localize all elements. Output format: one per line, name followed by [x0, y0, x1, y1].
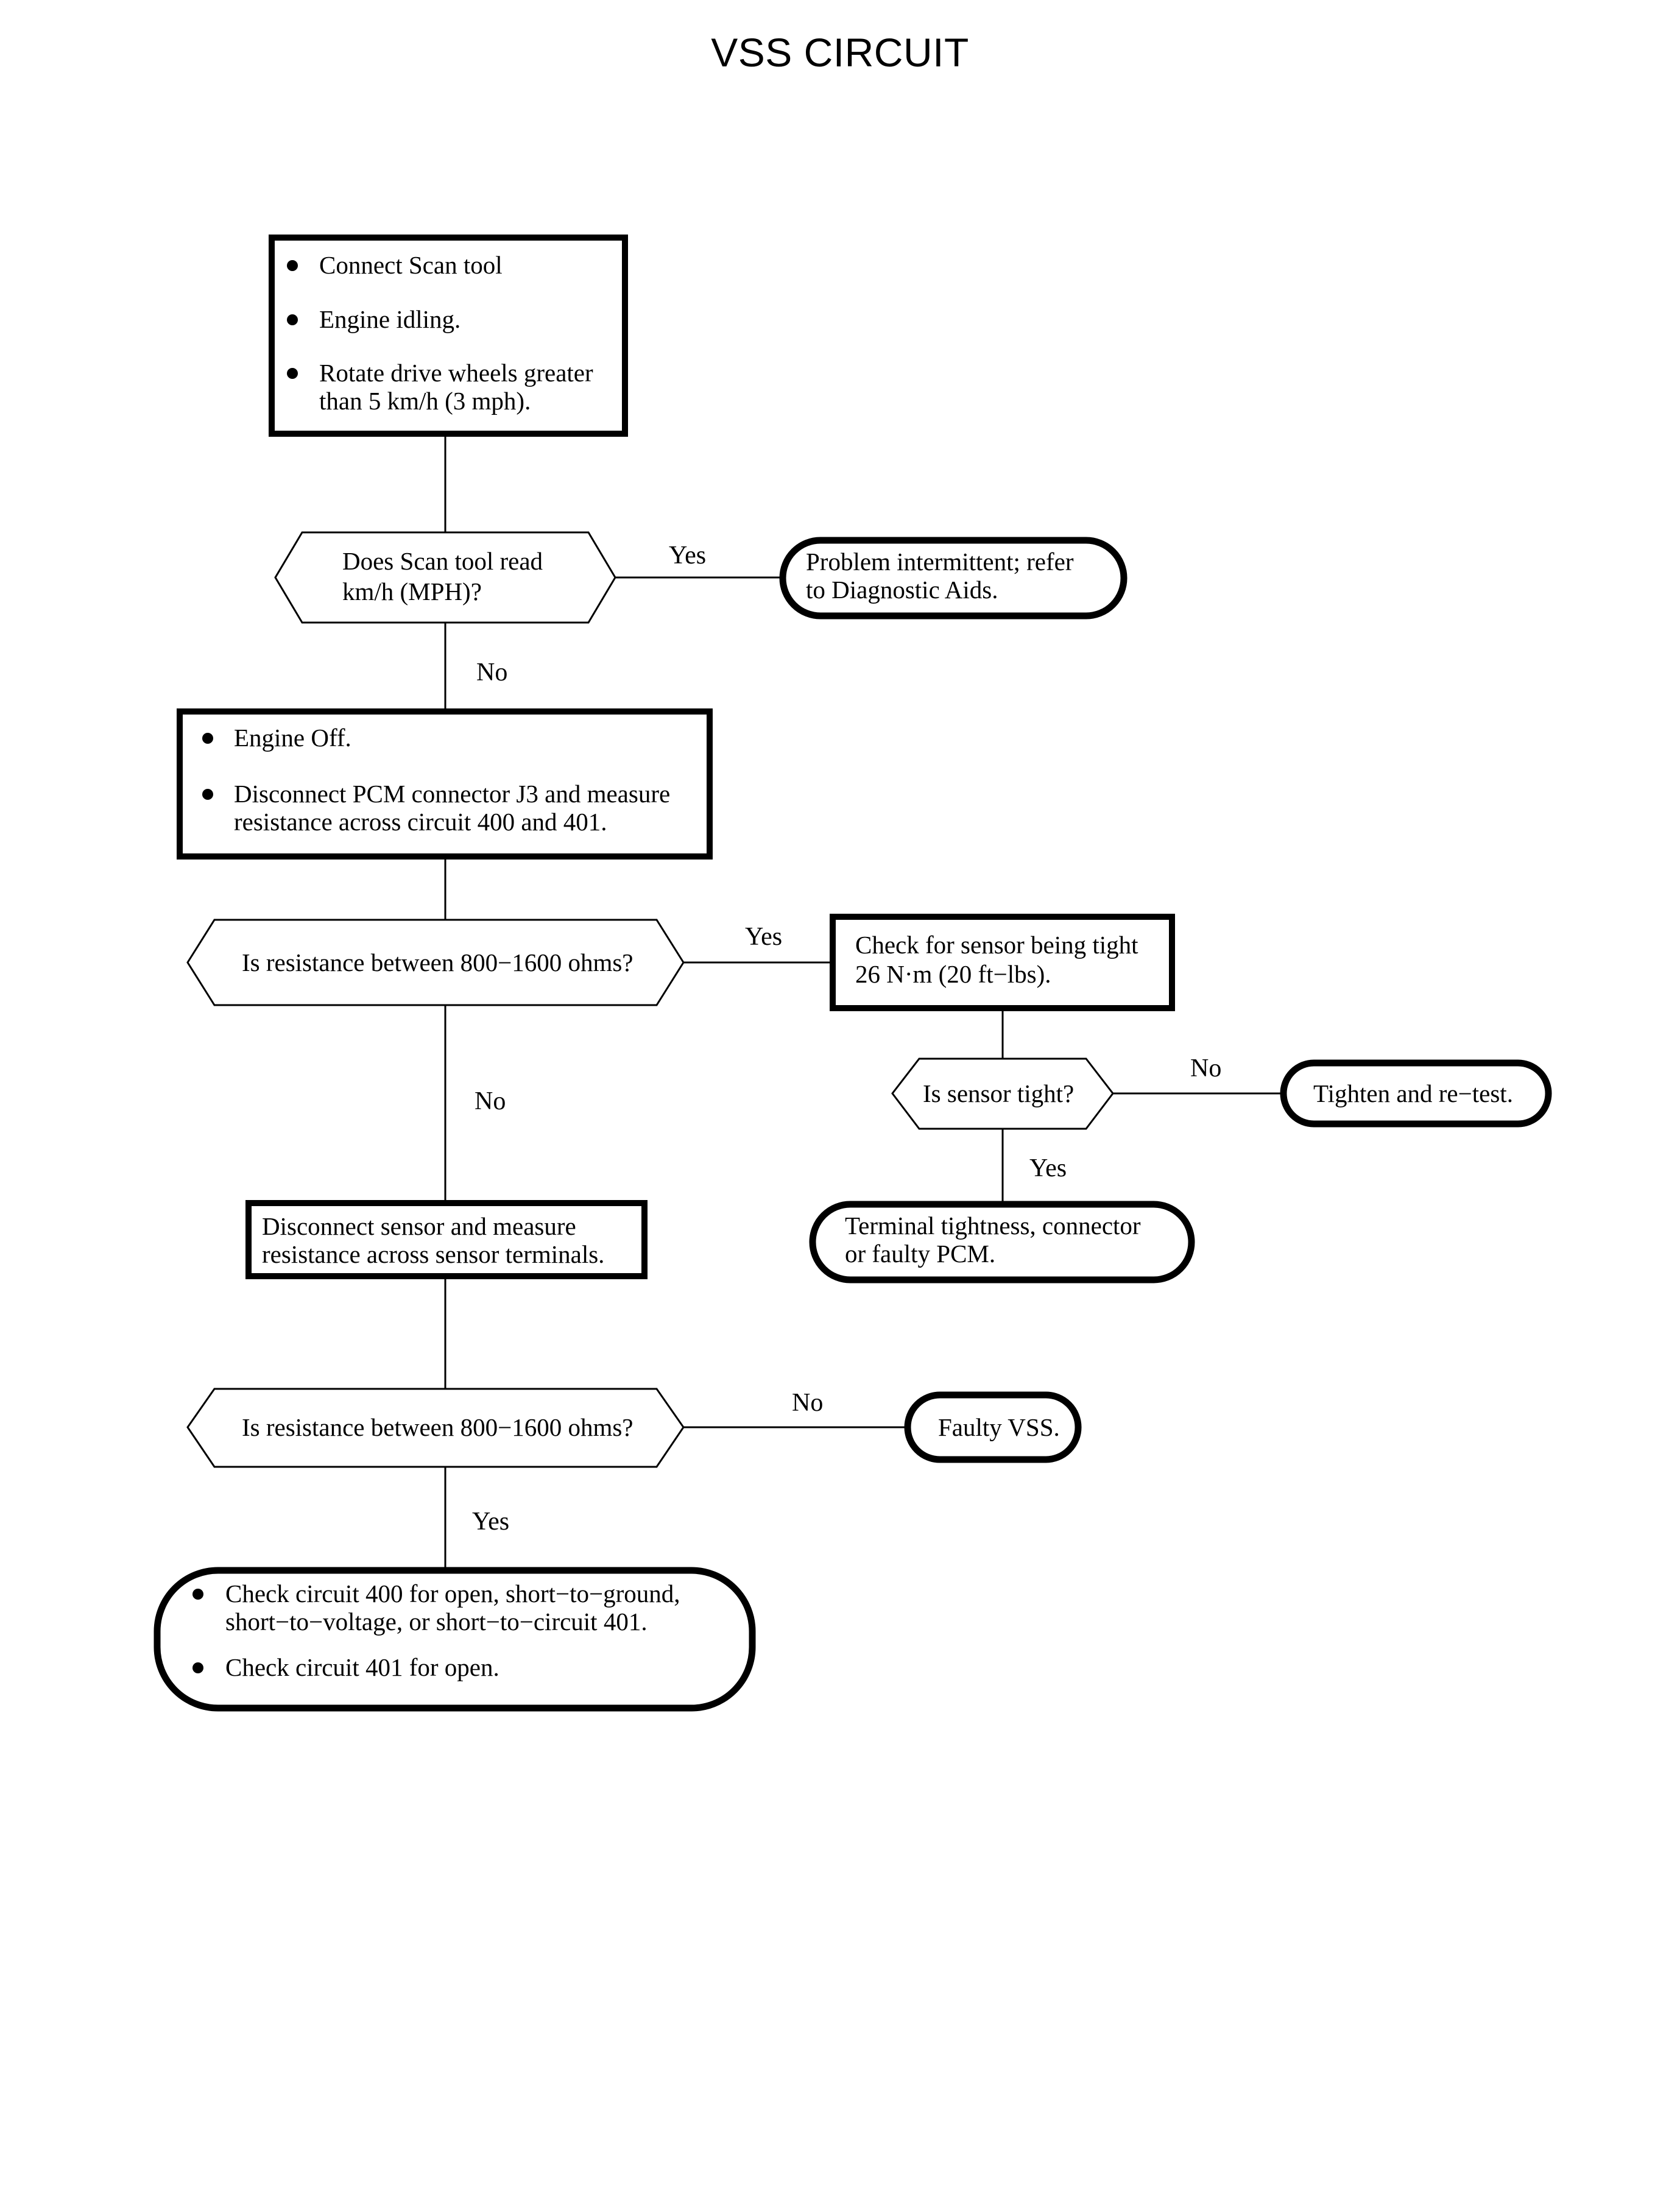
connector-layer: [444, 434, 1283, 1570]
bullet-icon: [192, 1589, 203, 1600]
node-terminal-tightness-terminator: Terminal tightness, connector or faulty …: [809, 1201, 1195, 1283]
edge-label-resistance-yes: Yes: [745, 923, 782, 951]
terminal-tightness-line-1: Terminal tightness, connector: [845, 1212, 1141, 1240]
edge-label-resistance2-no: No: [792, 1389, 823, 1417]
pcm-bullet-1-line-1: Engine Off.: [234, 724, 351, 752]
check-circuits-bullet-1-line-2: short−to−voltage, or short−to−circuit 40…: [225, 1608, 648, 1636]
pcm-bullet-2-line-1: Disconnect PCM connector J3 and measure: [234, 780, 670, 808]
node-check-sensor-tight-box: Check for sensor being tight 26 N·m (20 …: [830, 914, 1175, 1011]
disconnect-sensor-line-1: Disconnect sensor and measure: [262, 1212, 576, 1240]
problem-intermittent-line-2: to Diagnostic Aids.: [806, 576, 998, 604]
page-title: VSS CIRCUIT: [711, 30, 969, 75]
faulty-vss-line-1: Faulty VSS.: [938, 1413, 1060, 1441]
node-problem-intermittent-terminator: Problem intermittent; refer to Diagnosti…: [779, 537, 1128, 620]
node-disconnect-pcm-box: Engine Off. Disconnect PCM connector J3 …: [177, 708, 713, 860]
bullet-icon: [192, 1662, 203, 1673]
check-tight-line-1: Check for sensor being tight: [855, 931, 1138, 959]
node-resistance-circuit-decision: Is resistance between 800−1600 ohms?: [186, 919, 685, 1006]
bullet-icon: [287, 314, 298, 325]
edge-label-scan-no: No: [476, 658, 507, 687]
check-circuits-bullet-2-line-1: Check circuit 401 for open.: [225, 1653, 499, 1681]
edge-label-sensor-tight-yes: Yes: [1029, 1154, 1067, 1182]
resistance-decision-line-1: Is resistance between 800−1600 ohms?: [242, 948, 634, 976]
edge-label-sensor-tight-no: No: [1190, 1054, 1221, 1082]
edge-label-resistance2-yes: Yes: [472, 1508, 509, 1536]
node-resistance-sensor-decision: Is resistance between 800−1600 ohms?: [186, 1388, 685, 1468]
edge-label-scan-yes: Yes: [669, 542, 706, 570]
node-disconnect-sensor-box: Disconnect sensor and measure resistance…: [245, 1200, 648, 1279]
scan-decision-line-2: km/h (MPH)?: [342, 577, 482, 605]
problem-intermittent-line-1: Problem intermittent; refer: [806, 548, 1074, 576]
pcm-bullet-2-line-2: resistance across circuit 400 and 401.: [234, 808, 607, 836]
bullet-icon: [202, 789, 213, 800]
node-setup-steps-box: Connect Scan tool Engine idling. Rotate …: [269, 235, 628, 437]
terminal-tightness-line-2: or faulty PCM.: [845, 1240, 995, 1268]
bullet-icon: [287, 368, 298, 379]
edge-label-resistance-no: No: [475, 1087, 506, 1115]
node-check-circuits-terminator: Check circuit 400 for open, short−to−gro…: [154, 1567, 756, 1712]
node-faulty-vss-terminator: Faulty VSS.: [904, 1391, 1082, 1463]
setup-bullet-1-line-1: Connect Scan tool: [319, 251, 503, 279]
setup-bullet-3-line-2: than 5 km/h (3 mph).: [319, 387, 531, 415]
check-circuits-bullet-1-line-1: Check circuit 400 for open, short−to−gro…: [225, 1580, 680, 1608]
resistance2-decision-line-1: Is resistance between 800−1600 ohms?: [242, 1413, 634, 1441]
bullet-icon: [202, 733, 213, 744]
disconnect-sensor-line-2: resistance across sensor terminals.: [262, 1240, 604, 1268]
bullet-icon: [287, 260, 298, 271]
node-sensor-tight-decision: Is sensor tight?: [891, 1057, 1114, 1130]
node-scan-tool-reading-decision: Does Scan tool read km/h (MPH)?: [274, 531, 616, 624]
check-tight-line-2: 26 N·m (20 ft−lbs).: [855, 960, 1051, 988]
setup-bullet-3-line-1: Rotate drive wheels greater: [319, 359, 593, 387]
node-tighten-retest-terminator: Tighten and re−test.: [1280, 1059, 1552, 1128]
setup-bullet-2-line-1: Engine idling.: [319, 305, 461, 333]
edge-label-layer: Yes No Yes No No Yes No Yes: [472, 542, 1221, 1536]
scan-decision-line-1: Does Scan tool read: [342, 547, 543, 575]
tighten-retest-line-1: Tighten and re−test.: [1313, 1079, 1513, 1107]
sensor-tight-line-1: Is sensor tight?: [923, 1079, 1074, 1107]
